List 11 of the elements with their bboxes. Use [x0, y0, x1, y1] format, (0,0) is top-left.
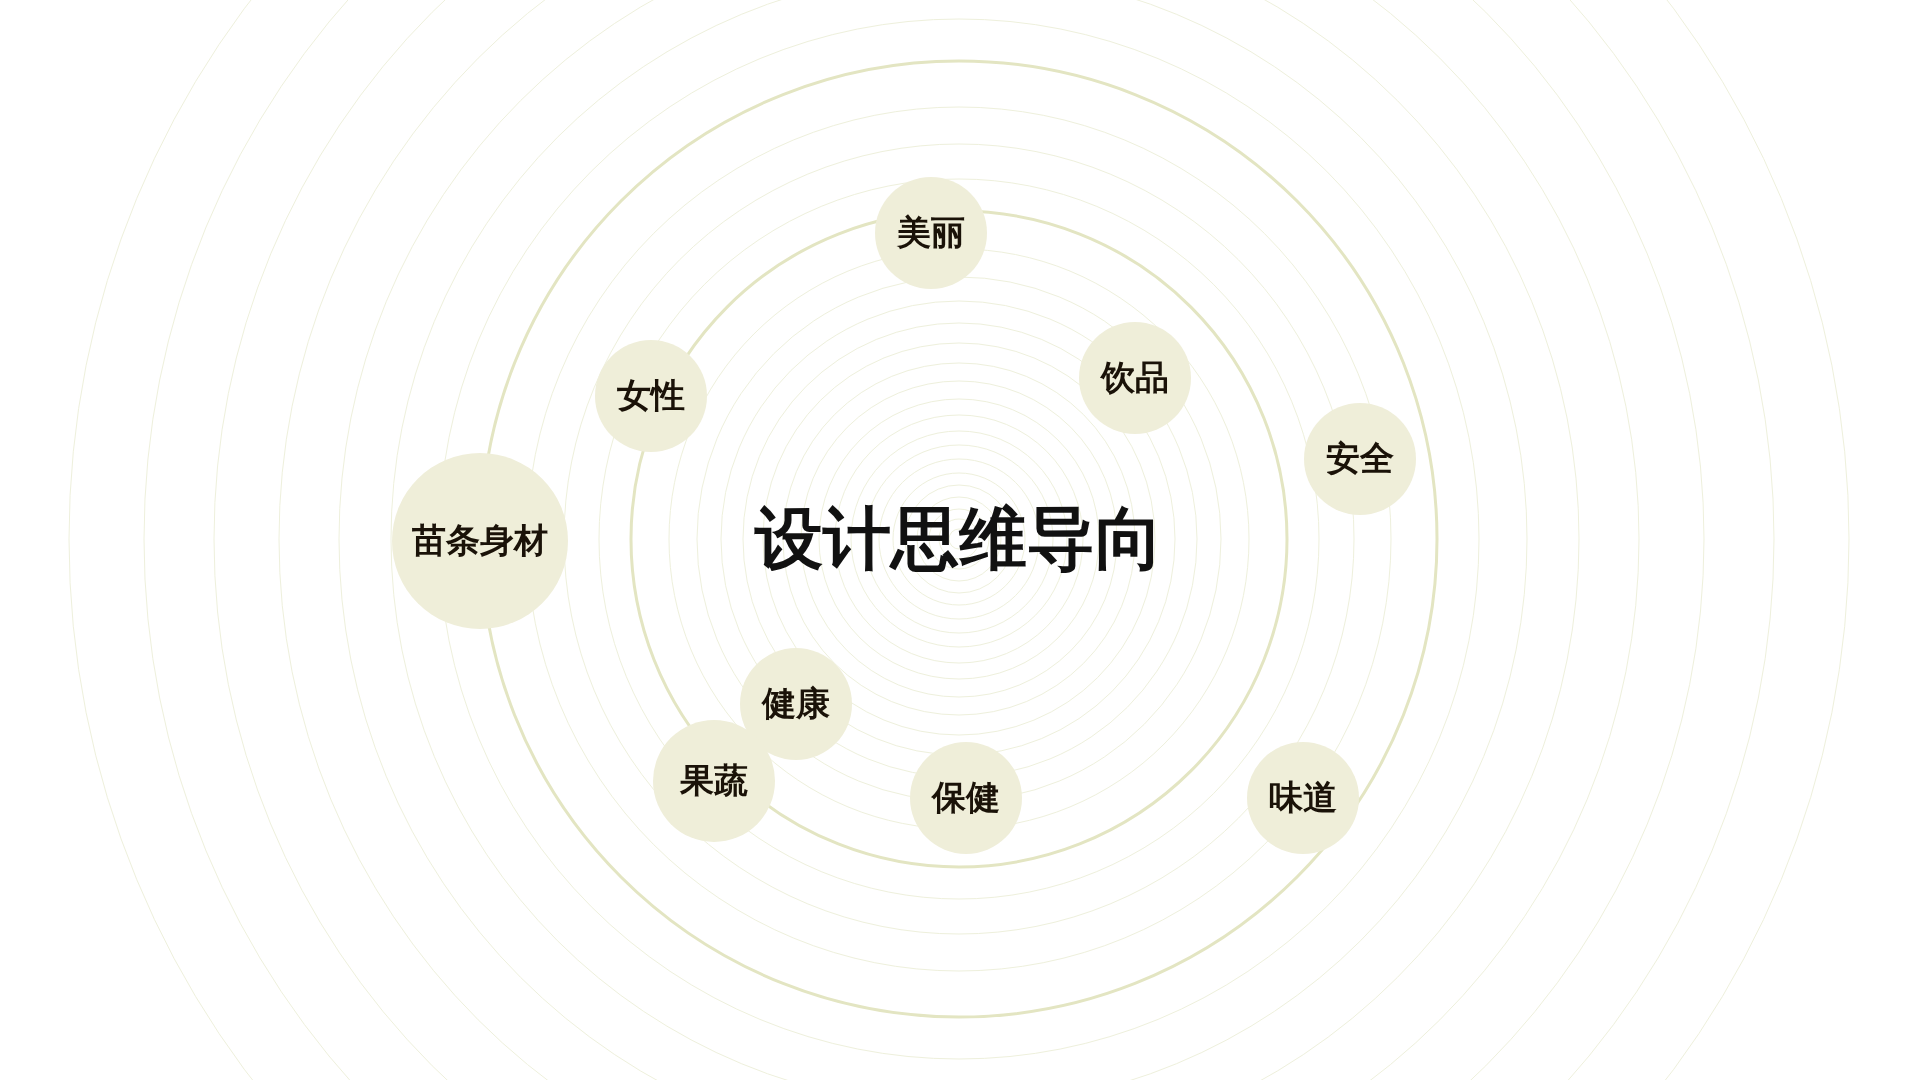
topic-label: 饮品 — [1101, 356, 1169, 399]
topic-circle — [740, 648, 852, 760]
topic-label: 女性 — [617, 374, 685, 417]
topic-label: 保健 — [932, 776, 1000, 819]
topic-label: 安全 — [1326, 437, 1394, 480]
topic-label: 美丽 — [897, 211, 965, 254]
topic-label: 味道 — [1269, 776, 1337, 819]
topic-label: 果蔬 — [680, 759, 748, 802]
topic-label: 苗条身材 — [412, 519, 548, 562]
center-title: 设计思维导向 — [755, 497, 1163, 580]
topic-label: 健康 — [762, 682, 830, 725]
